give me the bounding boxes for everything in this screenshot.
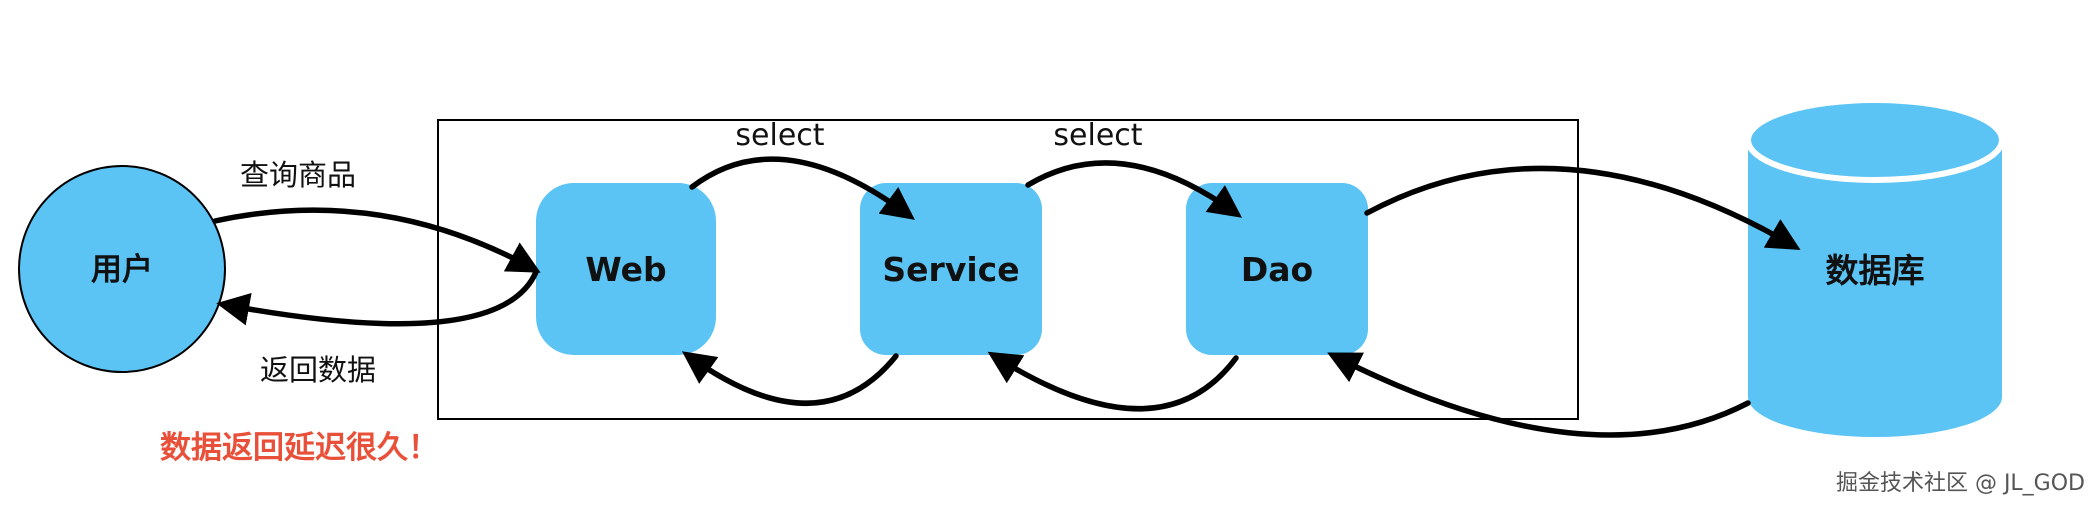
dao-to-service-arrow xyxy=(987,351,1239,412)
query-arrow xyxy=(212,207,541,273)
dao-label: Dao xyxy=(1241,250,1313,289)
service-to-dao-label: select xyxy=(1053,118,1142,153)
query-products-label: 查询商品 xyxy=(240,158,356,192)
dao-node: Dao xyxy=(1186,183,1368,355)
service-to-dao-arrow xyxy=(1025,160,1243,218)
web-to-service-label: select xyxy=(735,118,824,153)
dao-to-database-arrow xyxy=(1364,165,1801,250)
web-to-service-arrow xyxy=(689,156,915,220)
web-node: Web xyxy=(536,183,716,355)
web-label: Web xyxy=(585,250,666,289)
database-label: 数据库 xyxy=(1826,251,1925,290)
database-to-dao-arrow xyxy=(1327,352,1751,438)
system-boundary xyxy=(437,119,1579,420)
database-node: 数据库 xyxy=(1745,97,2005,437)
warning-label: 数据返回延迟很久！ xyxy=(160,430,439,466)
service-node: Service xyxy=(860,183,1042,355)
user-label: 用户 xyxy=(91,252,153,288)
service-to-web-arrow xyxy=(681,351,899,406)
user-node: 用户 xyxy=(18,165,226,373)
watermark: 掘金技术社区 @ JL_GOD xyxy=(1836,471,2085,496)
service-label: Service xyxy=(882,250,1019,289)
return-arrow xyxy=(216,269,539,327)
return-data-label: 返回数据 xyxy=(260,353,376,387)
